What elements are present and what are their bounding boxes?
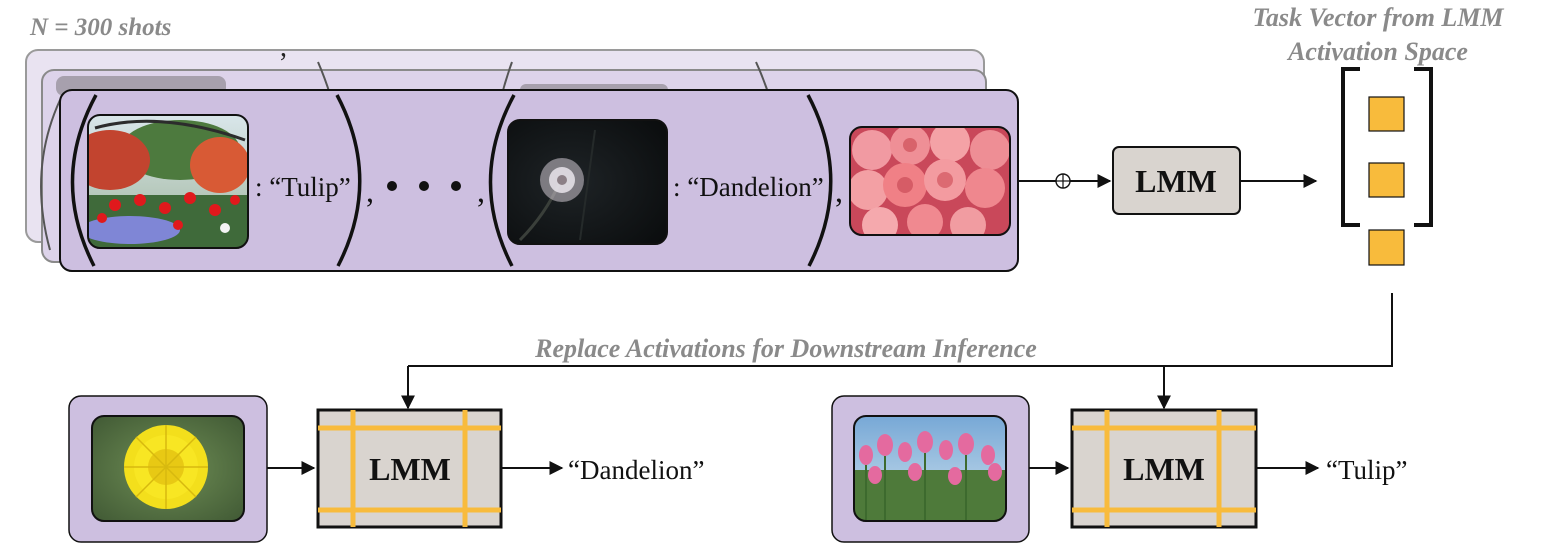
lmm-bottom-left-label: LMM (369, 451, 451, 487)
left-output-answer: “Dandelion” (568, 455, 704, 485)
tulip-garden-image (87, 114, 249, 249)
open-paren-1 (70, 94, 98, 267)
bottom-left-input-card (68, 395, 268, 543)
ellipsis-dot-3 (451, 181, 461, 191)
right-output-answer: “Tulip” (1326, 455, 1408, 485)
close-paren-1 (335, 94, 362, 267)
vector-cell-3 (1368, 229, 1405, 266)
yellow-dandelion-image (91, 415, 245, 522)
dandelion-seedhead-image (507, 119, 668, 245)
lmm-block-bottom-left: LMM (316, 408, 503, 529)
task-vector-title-line2: Activation Space (1286, 37, 1468, 66)
shots-count-label: N = 300 shots (29, 14, 171, 41)
demo-card-front: : “Tulip” , , : “Dandelion” , (59, 89, 1019, 272)
comma-after-example1: , (366, 173, 374, 209)
bottom-right-input-card (831, 395, 1030, 543)
query-roses-image (849, 126, 1011, 236)
vector-cell-1 (1368, 96, 1405, 132)
lmm-top-label: LMM (1135, 163, 1217, 199)
replace-routing-line (408, 293, 1393, 367)
task-vector-title-line1: Task Vector from LMM (1252, 3, 1504, 32)
trailing-comma: , (835, 173, 843, 209)
ellipsis-dot-2 (419, 181, 429, 191)
vector-right-bracket (1414, 67, 1433, 227)
replace-activations-label: Replace Activations for Downstream Infer… (534, 334, 1037, 363)
open-paren-2 (488, 94, 516, 267)
ellipsis-dot-1 (387, 181, 397, 191)
back-card-comma: , (280, 32, 287, 63)
lmm-block-bottom-right: LMM (1070, 408, 1258, 529)
example1-label: : “Tulip” (255, 172, 351, 202)
vector-left-bracket (1341, 67, 1360, 227)
example2-label: : “Dandelion” (673, 172, 824, 202)
close-paren-2 (806, 94, 833, 267)
task-vector (1341, 67, 1433, 266)
lmm-bottom-right-label: LMM (1123, 451, 1205, 487)
pink-tulip-field-image (853, 415, 1007, 522)
comma-before-example2: , (477, 173, 485, 209)
vector-cell-2 (1368, 162, 1405, 198)
lmm-block-top: LMM (1112, 146, 1241, 215)
